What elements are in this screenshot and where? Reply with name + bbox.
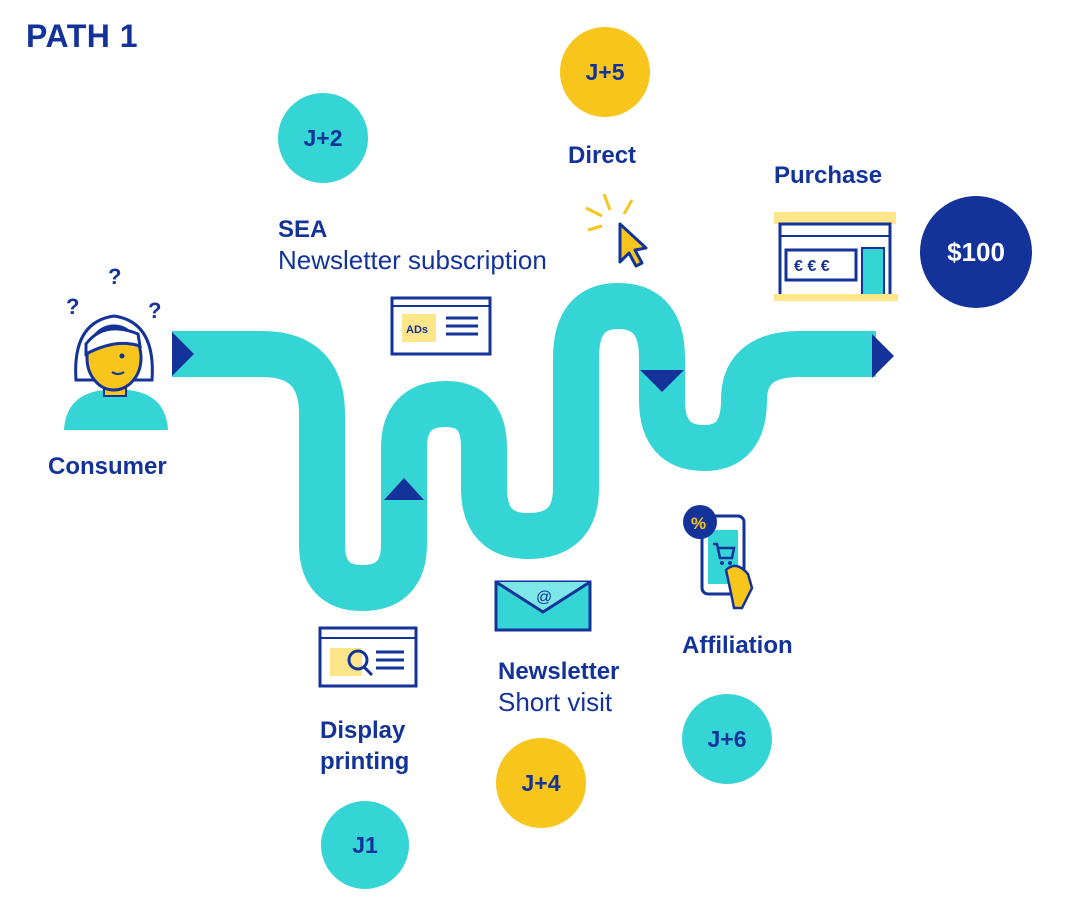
cursor-click-icon: [585, 193, 648, 268]
purchase-title: Purchase: [774, 162, 883, 189]
phone-cart-icon: %: [683, 505, 754, 610]
newsletter-subtitle: Short visit: [498, 687, 613, 717]
euro-signs: € € €: [794, 258, 830, 275]
road: [172, 283, 876, 611]
sea-label: SEA Newsletter subscription: [278, 214, 547, 276]
badge-j5: J+5: [560, 27, 650, 117]
start-arrow: [172, 332, 194, 376]
question-mark: ?: [108, 264, 121, 289]
consumer-icon: ? ? ?: [64, 264, 168, 430]
purchase-amount-badge: $100: [920, 196, 1032, 308]
badge-j4: J+4: [496, 738, 586, 828]
badge-j1: J1: [321, 801, 409, 889]
ads-browser-icon: ADs: [390, 296, 492, 356]
question-mark: ?: [66, 294, 79, 319]
up-arrow-1: [384, 478, 424, 500]
affiliation-title: Affiliation: [682, 632, 793, 659]
display-title: Display printing: [320, 715, 409, 777]
shop-icon: € € €: [774, 212, 898, 301]
newsletter-label: Newsletter Short visit: [498, 656, 619, 718]
newsletter-title: Newsletter: [498, 658, 620, 685]
question-mark: ?: [148, 298, 161, 323]
direct-title: Direct: [568, 142, 637, 169]
down-arrow: [640, 370, 684, 392]
end-arrow: [872, 334, 894, 378]
display-line-1: Display: [320, 717, 406, 744]
at-symbol: @: [536, 589, 552, 606]
page-title: PATH 1: [26, 18, 139, 54]
percent-symbol: %: [691, 514, 706, 533]
consumer-label: Consumer: [48, 453, 167, 480]
display-search-icon: [318, 626, 418, 688]
ads-text: ADs: [406, 324, 428, 336]
display-line-2: printing: [320, 748, 410, 775]
badge-j2: J+2: [278, 93, 368, 183]
email-envelope-icon: @: [494, 580, 592, 632]
badge-j6: J+6: [682, 694, 772, 784]
sea-subtitle: Newsletter subscription: [278, 245, 547, 275]
sea-title: SEA: [278, 216, 328, 243]
